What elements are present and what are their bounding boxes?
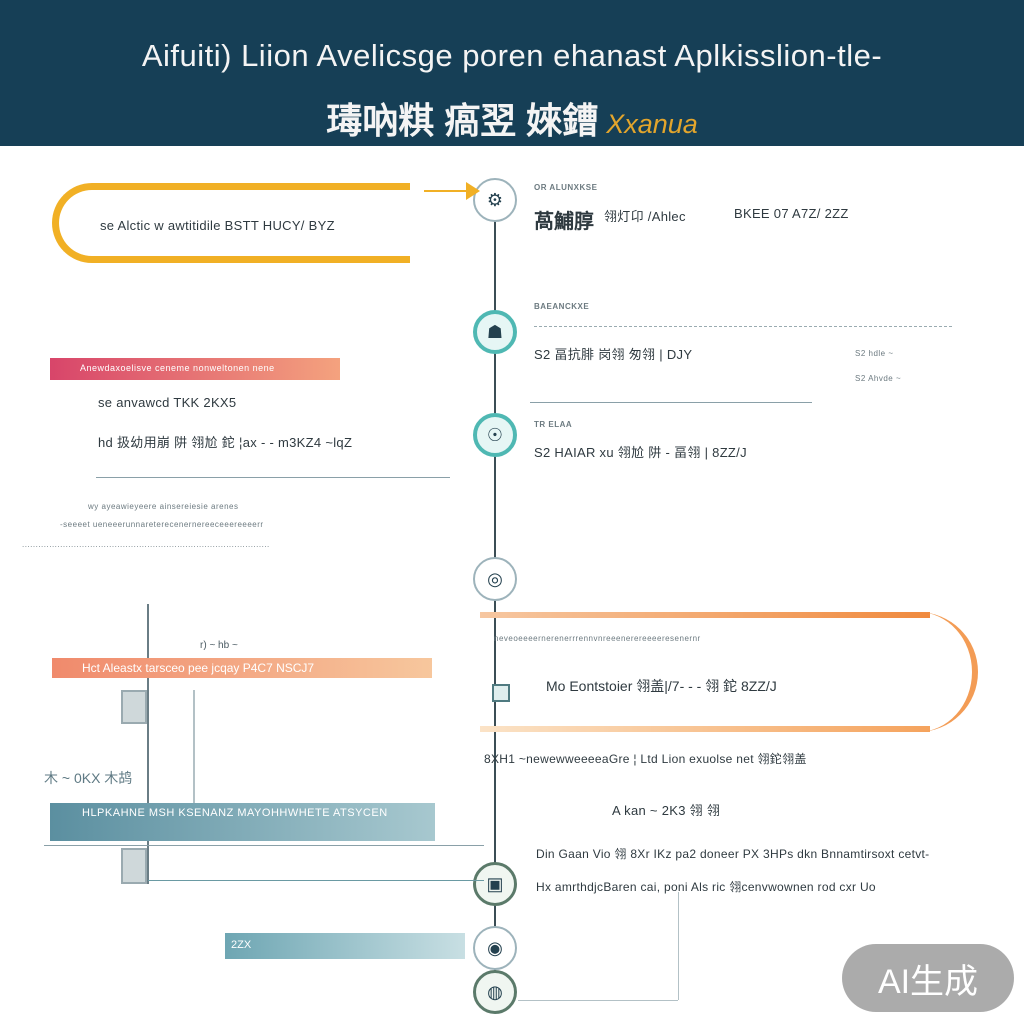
divider [96,477,450,478]
box-2-tiny: neveoeeeernerenerrrennvnreeenerereeeeres… [494,634,701,643]
node-icon-1: ⚙ [473,178,517,222]
small-label: r) ~ hb ~ [200,640,238,651]
paragraph-2: Hx amrthdjcBaren cai, poni Als ric 翎cenv… [536,880,876,894]
left-box-1-text: se Alctic w awtitidile BSTT HUCY/ BYZ [100,218,335,233]
box-2-top-edge [480,612,930,618]
header-banner: Aifuiti) Liion Avelicsge poren ehanast A… [0,0,1024,146]
ai-generated-badge: AI生成 [842,944,1014,1012]
teal-bar-text: HLPKAHNE MSH KSENANZ MAYOHHWHETE ATSYCEN [82,807,388,819]
teal-bar-2-text: 2ZX [231,939,252,951]
section-2-text: S2 畐抗腓 岗翎 匆翎 | DJY [534,347,693,362]
section-2-side-2: S2 Ahvde ~ [855,374,902,383]
teal-bar-2: 2ZX [225,933,465,959]
section-1-text: 翎灯卬 /Ahlec [604,209,686,224]
left-item-2: hd 扱幼用崩 阱 翎尬 鉈 ¦ax - - m3KZ4 ~lqZ [98,435,353,450]
divider [530,402,812,403]
section-3-heading: TR ELAA [534,420,573,429]
orange-bar-text: Hct Aleastx tarsceo pee jcqay P4C7 NSCJ7 [82,661,315,675]
connector-line [518,1000,678,1001]
box-glyph [121,690,147,724]
center-text: A kan ~ 2K3 翎 翎 [612,803,721,818]
row-label: 木 ~ 0KX 木鸪 [44,770,133,786]
node-icon-3: ☉ [473,413,517,457]
vertical-line [678,892,679,1000]
connector-line [148,880,484,881]
node-icon-6: ◉ [473,926,517,970]
section-1-heading: OR ALUNXKSE [534,183,598,192]
box-glyph [121,848,147,884]
section-2-side-1: S2 hdle ~ [855,349,894,358]
tiny-row-2: -seeeet ueneeerunnareterecenernereeceeer… [60,520,264,529]
left-item-1: se anvawcd TKK 2KX5 [98,395,237,410]
divider [44,845,484,846]
node-icon-7: ◍ [473,970,517,1014]
vertical-line [147,604,149,884]
box-2-text: Mo Eontstoier 翎盖|/7- - - 翎 鉈 8ZZ/J [546,678,777,694]
arrow-connector [424,182,480,200]
section-2-heading: BAEANCKXE [534,302,590,311]
teal-bar: HLPKAHNE MSH KSENANZ MAYOHHWHETE ATSYCEN [50,803,435,841]
node-icon-2: ☗ [473,310,517,354]
pink-header-bar: Anewdaxoelisve ceneme nonweltonen nene [50,358,340,380]
pink-bar-text: Anewdaxoelisve ceneme nonweltonen nene [80,363,275,373]
box-2-bottom-edge [480,726,930,732]
title-line-1: Aifuiti) Liion Avelicsge poren ehanast A… [141,38,883,73]
title-accent: Xxanua [606,109,698,139]
left-box-1 [52,183,410,263]
section-1-title: 萵鯆朜 [534,211,594,233]
box-2-icon [492,684,510,702]
section-1-meta: BKEE 07 A7Z/ 2ZZ [734,206,849,221]
section-3-text: S2 HAIAR xu 翎尬 阱 - 畐翎 | 8ZZ/J [534,445,747,460]
row-after-box: 8XH1 ~newewweeeeaGre ¦ Ltd Lion exuolse … [484,752,807,766]
title-cjk: 瑇吶粸 瘑翌 婡鏪 [326,100,599,141]
divider-dashed [534,326,952,328]
tiny-row-1: wy ayeawieyeere ainsereiesie arenes [88,502,239,511]
node-icon-5: ▣ [473,862,517,906]
vertical-line [193,690,195,840]
paragraph-1: Din Gaan Vio 翎 8Xr IKz pa2 doneer PX 3HP… [536,847,930,861]
orange-bar: Hct Aleastx tarsceo pee jcqay P4C7 NSCJ7 [52,658,432,678]
tiny-row-3: ........................................… [22,540,270,549]
node-icon-4: ◎ [473,557,517,601]
box-2-right-curve [480,612,978,732]
